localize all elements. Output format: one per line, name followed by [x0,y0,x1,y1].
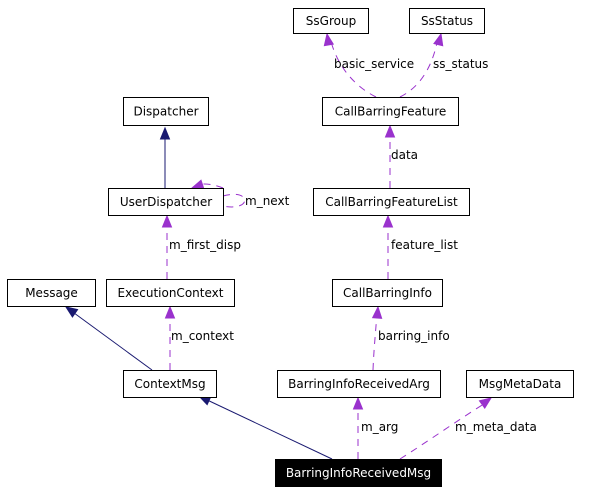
class-box [7,279,96,307]
class-box [106,279,235,307]
class-name: SsGroup [306,14,356,28]
usage-edge-barringinforeceivedmsg-msgmetadata [399,401,488,460]
class-node-ssgroup[interactable]: SsGroup [293,8,369,34]
class-node-dispatcher[interactable]: Dispatcher [123,97,209,126]
edge-label-barring-info: barring_info [378,329,450,343]
usage-edge-barringinforeceivedarg-callbarringinfo [372,310,378,371]
usage-arrowhead-callbarringfeaturelist [382,214,394,228]
class-node-message[interactable]: Message [7,279,96,307]
usage-arrowhead-barringinforeceivedarg [352,396,364,410]
class-name: Message [25,286,78,300]
edge-label-feature-list: feature_list [391,238,458,252]
class-box [466,370,574,398]
class-name: CallBarringInfo [343,286,432,300]
class-node-userdispatcher[interactable]: UserDispatcher [108,188,224,216]
usage-arrowhead-userdispatcher [190,179,205,190]
class-name: SsStatus [421,14,473,28]
class-box [313,188,470,216]
class-box [332,279,443,307]
inheritance-edge-barringinforeceivedmsg-contextmsg [202,397,333,460]
class-name: MsgMetaData [479,377,562,391]
class-node-barringinforeceivedarg[interactable]: BarringInfoReceivedArg [277,370,441,398]
edge-label-ss-status: ss_status [433,57,488,71]
usage-arrowhead-callbarringfeature [384,124,396,138]
usage-edge-callbarringfeature-ssgroup [329,37,377,98]
class-node-msgmetadata[interactable]: MsgMetaData [466,370,574,398]
class-name: ExecutionContext [118,286,224,300]
class-node-executioncontext[interactable]: ExecutionContext [106,279,235,307]
class-box [108,188,224,216]
usage-arrowhead-userdispatcher [161,214,173,228]
usage-arrowhead-ssgroup [323,32,335,47]
class-name: UserDispatcher [120,195,212,209]
usage-arrowhead-executioncontext [164,305,176,319]
edge-label-m-arg: m_arg [361,420,398,434]
edge-labels-layer: basic_service ss_status m_next data m_first_… [169,57,537,434]
class-box [409,8,485,34]
class-name: Dispatcher [133,105,198,119]
class-name: ContextMsg [134,377,205,391]
class-node-ssstatus[interactable]: SsStatus [409,8,485,34]
inheritance-arrowhead-dispatcher [159,126,171,140]
edge-label-m-next: m_next [245,194,290,208]
class-box [123,370,217,398]
class-box [277,370,441,398]
inheritance-arrowhead-message [64,306,79,318]
inheritance-edge-contextmsg-message [69,309,153,371]
class-name: BarringInfoReceivedMsg [286,466,431,480]
class-box [123,97,209,126]
class-node-callbarringfeaturelist[interactable]: CallBarringFeatureList [313,188,470,216]
usage-arrowhead-callbarringinfo [371,305,383,319]
class-node-callbarringinfo[interactable]: CallBarringInfo [332,279,443,307]
edge-label-m-meta-data: m_meta_data [455,420,537,434]
class-node-callbarringfeature[interactable]: CallBarringFeature [322,97,459,126]
class-name: CallBarringFeature [335,105,447,119]
usage-arrowhead-ssstatus [433,32,444,47]
class-node-barringinforeceivedmsg[interactable]: BarringInfoReceivedMsg [275,459,442,487]
class-node-contextmsg[interactable]: ContextMsg [123,370,217,398]
class-name: BarringInfoReceivedArg [288,377,430,391]
class-box [293,8,369,34]
usage-arrowhead-msgmetadata [478,397,493,410]
usage-edge-callbarringfeature-ssstatus [399,37,439,98]
class-box [322,97,459,126]
edge-label-m-first-disp: m_first_disp [169,238,241,252]
class-box [275,459,442,487]
edge-label-basic-service: basic_service [334,57,414,71]
class-name: CallBarringFeatureList [325,195,458,209]
edge-label-m-context: m_context [171,329,234,343]
edge-label-data: data [391,148,418,162]
